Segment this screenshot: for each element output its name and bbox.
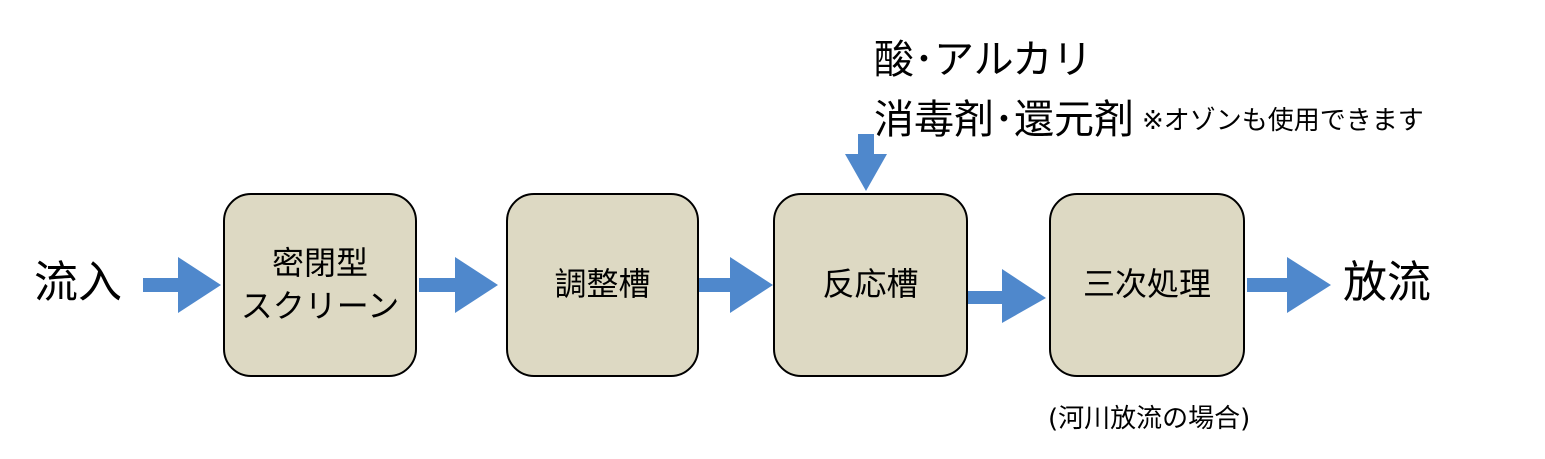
arrow-chemicals-to-react — [845, 134, 887, 191]
box-sealed-screen-line1: 密閉型 — [271, 243, 368, 282]
arrow-inflow-to-screen — [143, 257, 221, 313]
chemicals-line-2: 消毒剤･還元剤 ※オゾンも使用できます — [874, 87, 1424, 145]
arrow-adjust-to-react — [699, 257, 773, 313]
box-tertiary-treatment-label: 三次処理 — [1082, 265, 1211, 304]
chemicals-line-1: 酸･アルカリ — [874, 37, 1093, 83]
box-reaction-tank: 反応槽 — [773, 193, 968, 377]
box-sealed-screen: 密閉型 スクリーン — [223, 193, 417, 377]
box-sealed-screen-line2: スクリーン — [240, 287, 400, 325]
arrow-tertiary-to-outflow — [1247, 257, 1331, 313]
box-reaction-tank-label: 反応槽 — [822, 265, 919, 304]
chemicals-label: 消毒剤･還元剤 — [874, 97, 1134, 143]
box-adjustment-tank-label: 調整槽 — [554, 265, 651, 304]
inflow-label: 流入 — [34, 257, 122, 308]
tertiary-condition-note: (河川放流の場合) — [1048, 404, 1251, 434]
box-tertiary-treatment: 三次処理 — [1049, 193, 1245, 377]
outflow-label: 放流 — [1343, 257, 1431, 308]
arrow-screen-to-adjust — [419, 257, 498, 313]
box-adjustment-tank: 調整槽 — [506, 193, 699, 377]
arrow-react-to-tertiary — [960, 269, 1046, 323]
ozone-note: ※オゾンも使用できます — [1142, 106, 1424, 136]
